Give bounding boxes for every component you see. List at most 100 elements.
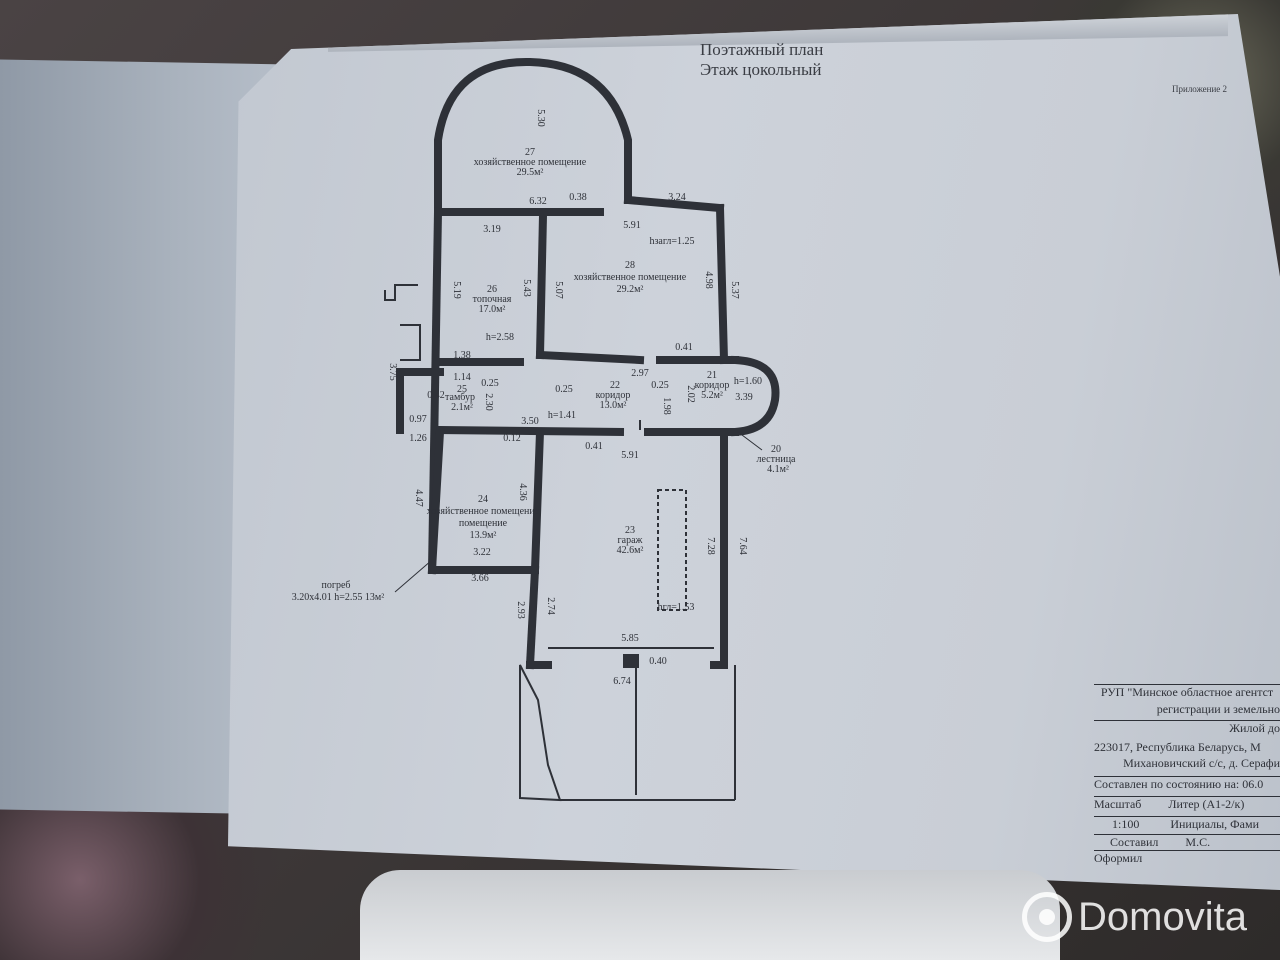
dim: 7.28 (705, 537, 716, 555)
stamp-scale-value: 1:100 (1112, 817, 1140, 831)
lower-extension (384, 284, 736, 802)
dim: 1.14 (453, 372, 471, 383)
room-21-number: 21 (707, 370, 717, 381)
stamp-scale-label: Масштаб (1094, 797, 1142, 811)
dim: 5.91 (623, 220, 641, 231)
dim: 1.26 (409, 433, 427, 444)
dim: 5.30 (535, 109, 546, 127)
room-24-name-2: помещение (459, 518, 508, 529)
bottom-paper (360, 870, 1060, 960)
dim: 4.36 (517, 483, 528, 501)
room-21-area: 5.2м² (701, 390, 723, 401)
height-22: h=1.41 (548, 410, 576, 421)
room-20-name: лестница (757, 454, 797, 465)
stamp-address-2: Михановичский с/с, д. Серафи (1123, 756, 1280, 770)
stamp-liter: Литер (А1-2/к) (1168, 797, 1245, 811)
stamp-scale-value-row: 1:100 Инициалы, Фами (1094, 816, 1280, 835)
dim: 0.12 (503, 433, 521, 444)
dim: 5.07 (553, 281, 564, 299)
room-20-area: 4.1м² (767, 464, 789, 475)
dim: 0.25 (555, 384, 573, 395)
title-line-1: Поэтажный план (700, 40, 824, 59)
title-block-stamp: РУП "Минское областное агентст регистрац… (1094, 684, 1280, 870)
appendix-label: Приложение 2 (1172, 84, 1228, 94)
floor-plan-sheet (228, 14, 1280, 890)
dim: 3.22 (473, 547, 491, 558)
room-21-name: коридор (695, 380, 730, 391)
dim: 5.91 (621, 450, 639, 461)
room-26-area: 17.0м² (479, 304, 506, 315)
dim: 3.24 (668, 192, 686, 203)
room-22-area: 13.0м² (600, 400, 627, 411)
stamp-initials: Инициалы, Фами (1170, 817, 1260, 831)
dim: 3.66 (471, 573, 489, 584)
watermark: Domovita (1022, 892, 1247, 942)
room-23-number: 23 (625, 525, 635, 536)
stamp-compiled-row: Составил М.С. (1094, 834, 1280, 851)
dim: 3.50 (521, 416, 539, 427)
dim: 2.74 (545, 597, 556, 615)
dim: 2.02 (685, 385, 696, 403)
dim: 4.98 (703, 271, 714, 289)
room-24-number: 24 (478, 494, 488, 505)
room-27-number: 27 (525, 147, 535, 158)
room-25-area: 2.1м² (451, 402, 473, 413)
stamp-formed: Оформил (1094, 850, 1280, 867)
room-23-name: гараж (618, 535, 643, 546)
height-21: h=1.60 (734, 376, 762, 387)
dim: 0.40 (649, 656, 667, 667)
cellar-label: погреб (322, 580, 351, 591)
dim: 0.97 (409, 414, 427, 425)
dimension-labels: 5.30 6.32 0.38 3.24 3.19 5.91 5.19 5.43 … (387, 109, 753, 687)
room-27-area: 29.5м² (517, 167, 544, 178)
dim: 0.25 (481, 378, 499, 389)
stamp-scale-row: Масштаб Литер (А1-2/к) (1094, 796, 1280, 815)
dim: 2.97 (631, 368, 649, 379)
stamp-org-2: регистрации и земельно (1156, 702, 1280, 716)
dim: 5.19 (451, 281, 462, 299)
title-line-2: Этаж цокольный (700, 60, 822, 79)
dim: 0.41 (585, 441, 603, 452)
room-22-number: 22 (610, 380, 620, 391)
dim: 0.42 (427, 390, 445, 401)
room-24-name: хозяйственное помещение (427, 506, 540, 517)
height-23: hгл=1.53 (658, 602, 695, 613)
dim: 6.32 (529, 196, 547, 207)
walls (396, 57, 780, 670)
room-23-area: 42.6м² (617, 545, 644, 556)
room-20-number: 20 (771, 444, 781, 455)
height-28: hзагл=1.25 (649, 236, 694, 247)
dim: 4.47 (413, 489, 424, 507)
room-22-name: коридор (596, 390, 631, 401)
dim: 2.93 (515, 601, 526, 619)
dim: 0.41 (675, 342, 693, 353)
room-27-name: хозяйственное помещение (474, 157, 587, 168)
room-24-area: 13.9м² (470, 530, 497, 541)
dim: 3.75 (387, 363, 398, 381)
dim: 3.39 (735, 392, 753, 403)
room-25-number: 25 (457, 384, 467, 395)
stamp-status: Составлен по состоянию на: 06.0 (1094, 776, 1280, 795)
dim: 0.38 (569, 192, 587, 203)
dim: 3.19 (483, 224, 501, 235)
height-26: h=2.58 (486, 332, 514, 343)
dim: 1.38 (453, 350, 471, 361)
dim: 1.98 (661, 397, 672, 415)
leader-lines (394, 431, 763, 593)
dim: 7.64 (737, 537, 748, 555)
plan-title: Поэтажный план Этаж цокольный (700, 40, 823, 80)
stamp-compiled: Составил (1110, 835, 1159, 849)
room-26-number: 26 (487, 284, 497, 295)
stamp-org-1: РУП "Минское областное агентст (1094, 684, 1280, 703)
room-28-area: 29.2м² (617, 284, 644, 295)
stamp-address-1: 223017, Республика Беларусь, М (1094, 740, 1261, 754)
domovita-logo-icon (1022, 892, 1072, 942)
dim: 6.74 (613, 676, 631, 687)
stamp-object: Жилой до (1094, 720, 1280, 739)
watermark-text: Domovita (1078, 894, 1247, 939)
dim: 5.37 (729, 281, 740, 299)
room-26-name: топочная (473, 294, 512, 305)
dim: 5.43 (521, 279, 532, 297)
dim: 2.30 (483, 393, 494, 411)
